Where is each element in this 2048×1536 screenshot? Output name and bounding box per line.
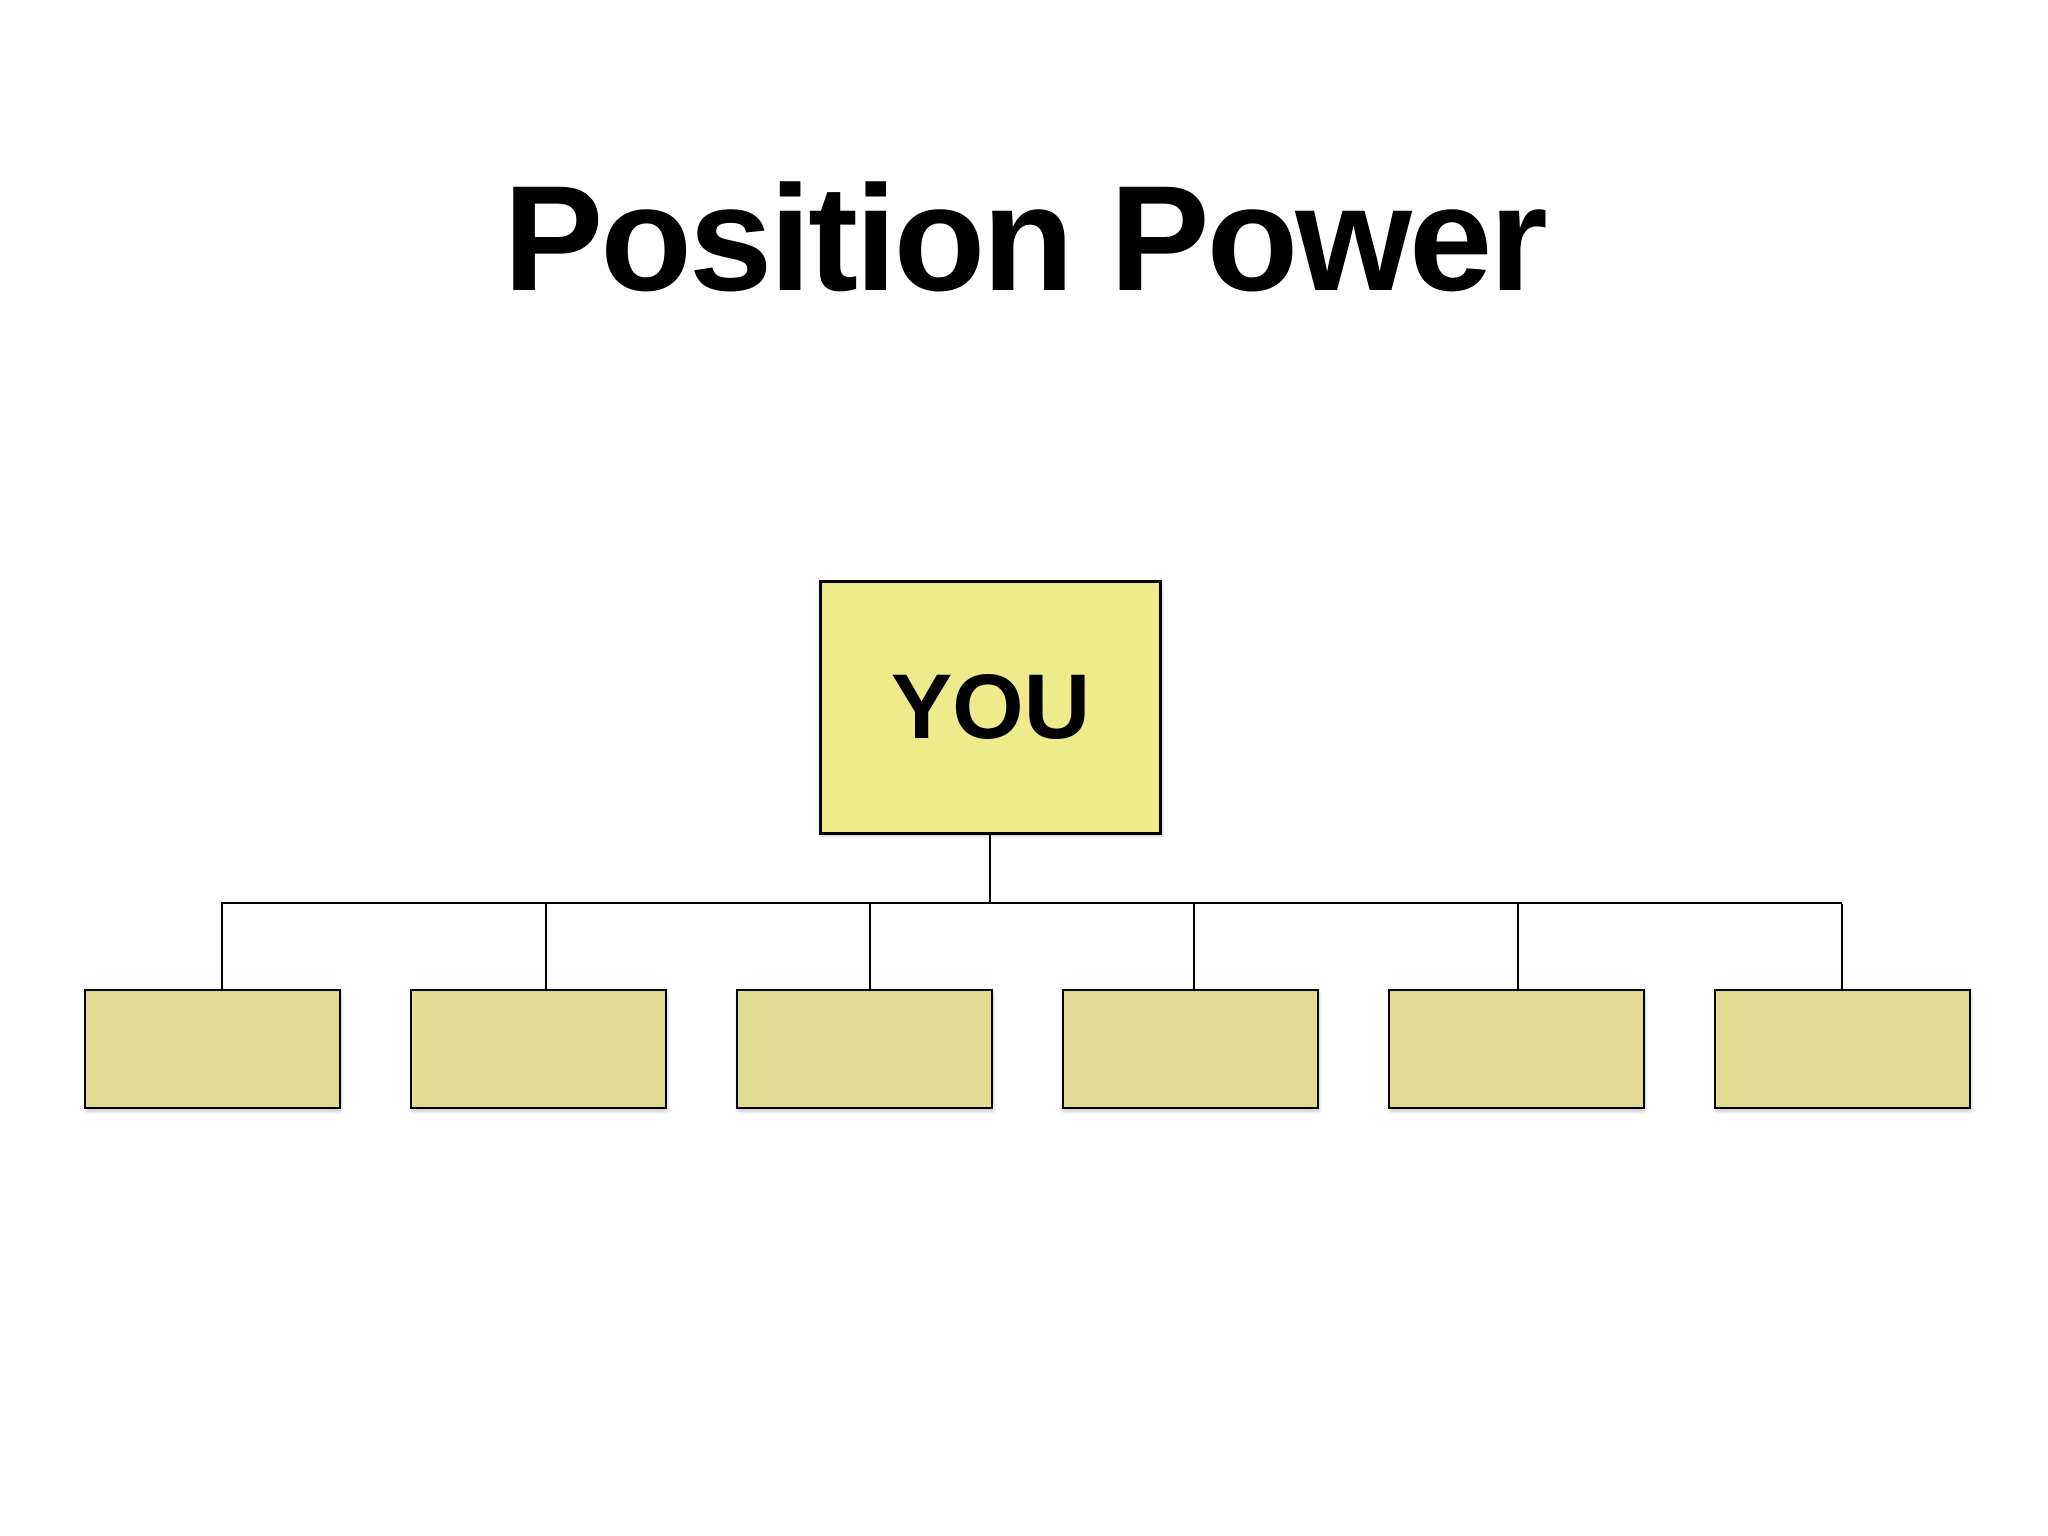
org-child-box-2 (410, 989, 667, 1109)
connector-trunk-line (989, 835, 991, 904)
connector-bus-line (221, 902, 1842, 904)
connector-drop-line-6 (1841, 904, 1843, 990)
connector-drop-line-1 (221, 904, 223, 990)
connector-drop-line-5 (1517, 904, 1519, 990)
org-child-box-4 (1062, 989, 1319, 1109)
org-root-box: YOU (819, 580, 1162, 835)
connector-drop-line-2 (545, 904, 547, 990)
org-child-box-1 (84, 989, 341, 1109)
slide-title: Position Power (503, 154, 1547, 322)
org-child-box-6 (1714, 989, 1971, 1109)
org-root-label: YOU (890, 656, 1091, 758)
org-child-box-5 (1388, 989, 1645, 1109)
connector-drop-line-4 (1193, 904, 1195, 990)
connector-drop-line-3 (869, 904, 871, 990)
org-child-box-3 (736, 989, 993, 1109)
